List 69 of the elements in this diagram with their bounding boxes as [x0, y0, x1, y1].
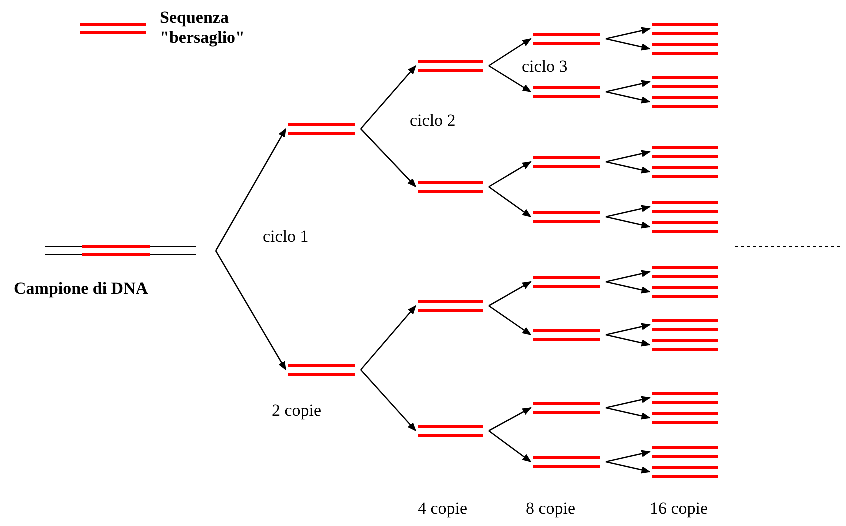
dna-double-strand	[288, 123, 355, 135]
arrow	[606, 38, 651, 51]
dna-double-strand	[652, 146, 718, 158]
cycle-label: 2 copie	[272, 402, 322, 419]
arrow	[606, 161, 651, 174]
dna-double-strand	[418, 425, 483, 437]
dna-double-strand	[533, 211, 600, 223]
arrow	[606, 461, 651, 474]
dna-double-strand	[533, 402, 600, 414]
sample-label: Campione di DNA	[14, 280, 148, 297]
dna-double-strand	[533, 456, 600, 468]
dna-double-strand	[652, 221, 718, 233]
dna-double-strand	[652, 166, 718, 178]
dna-double-strand	[652, 266, 718, 278]
dna-double-strand	[652, 339, 718, 351]
cycle-label: 16 copie	[650, 500, 708, 517]
dna-double-strand	[652, 286, 718, 298]
dna-double-strand	[288, 364, 355, 376]
arrow	[215, 250, 287, 371]
dna-double-strand	[652, 319, 718, 331]
dna-double-strand	[652, 446, 718, 458]
dna-double-strand	[418, 181, 483, 193]
cycle-label: ciclo 3	[522, 58, 568, 75]
dna-double-strand	[652, 23, 718, 35]
dna-double-strand	[533, 156, 600, 168]
arrow	[488, 430, 532, 463]
dna-double-strand	[533, 276, 600, 288]
arrow	[488, 65, 532, 93]
dna-double-strand	[652, 43, 718, 55]
arrow	[488, 186, 532, 218]
arrow	[606, 323, 651, 336]
dna-double-strand	[533, 329, 600, 341]
arrow	[606, 27, 651, 40]
cycle-label: 8 copie	[526, 500, 576, 517]
arrow	[606, 450, 651, 463]
cycle-label: ciclo 2	[410, 112, 456, 129]
arrow	[606, 407, 651, 420]
arrow	[488, 281, 532, 307]
dna-double-strand	[652, 76, 718, 88]
dna-double-strand	[418, 60, 483, 72]
arrow	[360, 305, 417, 370]
dna-double-strand	[652, 466, 718, 478]
dna-double-strand	[533, 33, 600, 45]
dna-double-strand	[652, 412, 718, 424]
arrow	[606, 396, 651, 409]
arrow	[606, 80, 651, 93]
arrow	[606, 270, 651, 283]
arrow	[360, 128, 417, 188]
arrow	[215, 128, 287, 252]
dna-double-strand	[652, 201, 718, 213]
arrow	[606, 334, 651, 347]
arrow	[606, 150, 651, 163]
arrow	[360, 370, 417, 432]
dna-double-strand	[652, 96, 718, 108]
dna-double-strand	[652, 392, 718, 404]
arrow	[488, 161, 532, 188]
cycle-label: ciclo 1	[263, 228, 309, 245]
arrow	[606, 205, 651, 218]
dna-double-strand	[533, 86, 600, 98]
arrow	[360, 65, 417, 130]
dna-double-strand	[418, 300, 483, 312]
cycle-label: 4 copie	[418, 500, 468, 517]
arrow	[606, 281, 651, 294]
legend-label: Sequenza "bersaglio"	[160, 8, 246, 48]
arrow	[606, 91, 651, 104]
arrow	[488, 38, 532, 67]
arrow	[488, 305, 532, 336]
arrow	[488, 407, 532, 432]
arrow	[606, 216, 651, 229]
